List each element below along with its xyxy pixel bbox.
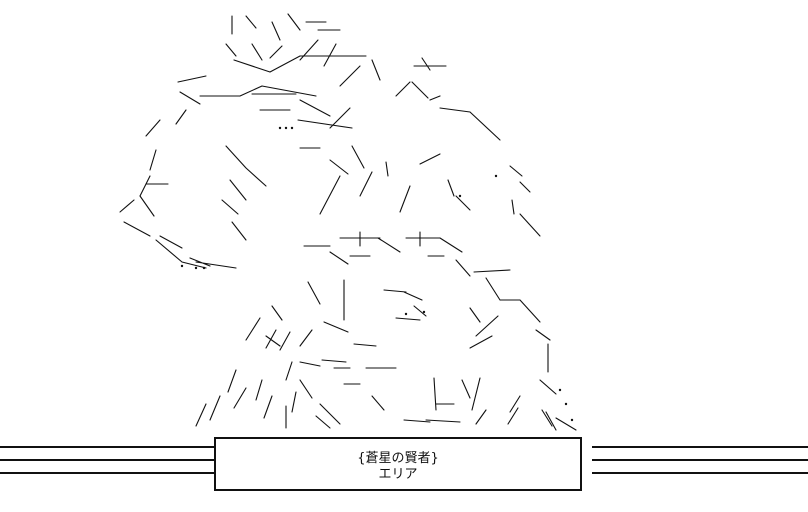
rule-left-1 bbox=[0, 446, 214, 448]
caption-name: エリア bbox=[378, 467, 418, 482]
rule-right-1 bbox=[592, 446, 808, 448]
ascii-art-marks bbox=[180, 126, 574, 422]
rule-right-2 bbox=[592, 459, 808, 461]
caption-title: {蒼星の賢者} bbox=[357, 451, 439, 466]
caption-box-bottom-border bbox=[216, 489, 580, 491]
caption-box-top-border bbox=[216, 437, 580, 439]
rule-right-3 bbox=[592, 472, 808, 474]
rule-left-2 bbox=[0, 459, 214, 461]
caption-box: {蒼星の賢者} エリア bbox=[214, 437, 582, 491]
rule-left-3 bbox=[0, 472, 214, 474]
ascii-art-strokes bbox=[119, 13, 577, 431]
